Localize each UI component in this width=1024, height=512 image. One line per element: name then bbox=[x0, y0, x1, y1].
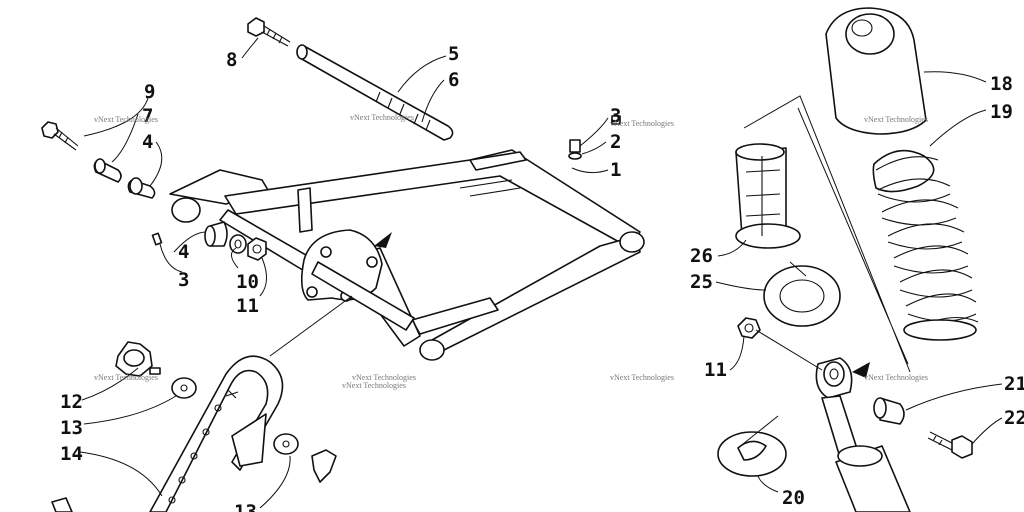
callout-19: 19 bbox=[990, 101, 1013, 123]
cup-20 bbox=[717, 431, 787, 477]
watermarks: vNext Technologies vNext Technologies vN… bbox=[94, 113, 928, 390]
dust-cap-18 bbox=[825, 7, 927, 135]
watermark: vNext Technologies bbox=[864, 373, 928, 382]
watermark: vNext Technologies bbox=[610, 373, 674, 382]
callout-4-top: 4 bbox=[142, 131, 153, 153]
callout-4-bottom: 4 bbox=[178, 241, 189, 263]
callout-labels: 8 5 6 9 7 4 3 2 1 4 3 10 11 12 13 14 13 … bbox=[60, 43, 1024, 512]
callout-1: 1 bbox=[610, 159, 621, 181]
bolt-8 bbox=[247, 17, 291, 47]
callout-22: 22 bbox=[1004, 407, 1024, 429]
spacer-21 bbox=[873, 397, 905, 425]
callout-20: 20 bbox=[782, 487, 805, 509]
bushing-7 bbox=[93, 158, 122, 183]
mount-bracket bbox=[300, 229, 415, 331]
watermark: vNext Technologies bbox=[350, 113, 414, 122]
watermark: vNext Technologies bbox=[610, 119, 674, 128]
callout-14: 14 bbox=[60, 443, 83, 465]
callout-26: 26 bbox=[690, 245, 713, 267]
collar-26 bbox=[735, 143, 801, 249]
callout-12: 12 bbox=[60, 391, 83, 413]
bolt-bottom-left bbox=[51, 497, 73, 512]
watermark: vNext Technologies bbox=[94, 373, 158, 382]
callout-9: 9 bbox=[144, 81, 155, 103]
callout-11: 11 bbox=[236, 295, 259, 317]
knob-12 bbox=[115, 341, 161, 377]
pin-3-left bbox=[151, 232, 163, 246]
washer-25 bbox=[763, 265, 841, 327]
wing-nut bbox=[311, 449, 337, 483]
callout-2: 2 bbox=[610, 131, 621, 153]
callout-18: 18 bbox=[990, 73, 1013, 95]
nut-11-right bbox=[737, 317, 761, 339]
bushing-4-bottom bbox=[204, 221, 228, 247]
arrow-indicator bbox=[374, 232, 392, 248]
callout-13-bottom: 13 bbox=[234, 501, 257, 512]
shaft-5-6 bbox=[296, 44, 454, 141]
callout-6: 6 bbox=[448, 69, 459, 91]
leader-lines bbox=[79, 37, 1003, 509]
strap-14 bbox=[149, 355, 284, 512]
callout-25: 25 bbox=[690, 271, 713, 293]
callout-7: 7 bbox=[142, 105, 153, 127]
watermark: vNext Technologies bbox=[94, 115, 158, 124]
callout-5: 5 bbox=[448, 43, 459, 65]
watermark: vNext Technologies bbox=[864, 115, 928, 124]
washer-10 bbox=[229, 234, 247, 254]
callout-8: 8 bbox=[226, 49, 237, 71]
nut-11 bbox=[247, 237, 267, 261]
callout-13: 13 bbox=[60, 417, 83, 439]
shock-eye bbox=[815, 357, 853, 399]
callout-11-right: 11 bbox=[704, 359, 727, 381]
bolt-9 bbox=[41, 121, 79, 151]
washer-13-top bbox=[171, 377, 197, 399]
watermark: vNext Technologies bbox=[342, 381, 406, 390]
callout-10: 10 bbox=[236, 271, 259, 293]
shock-body bbox=[821, 395, 911, 512]
watermark: vNext Technologies bbox=[352, 373, 416, 382]
callout-3-bottom: 3 bbox=[178, 269, 189, 291]
washer-2 bbox=[568, 139, 582, 160]
bushing-4-top bbox=[127, 177, 156, 199]
bolt-22 bbox=[927, 431, 973, 459]
callout-21: 21 bbox=[1004, 373, 1024, 395]
callout-3-top: 3 bbox=[610, 105, 621, 127]
arrow-indicator-right bbox=[852, 362, 870, 378]
washer-13-bottom bbox=[273, 433, 299, 455]
grease-fitting-3 bbox=[611, 115, 621, 125]
spring-19 bbox=[872, 149, 979, 341]
